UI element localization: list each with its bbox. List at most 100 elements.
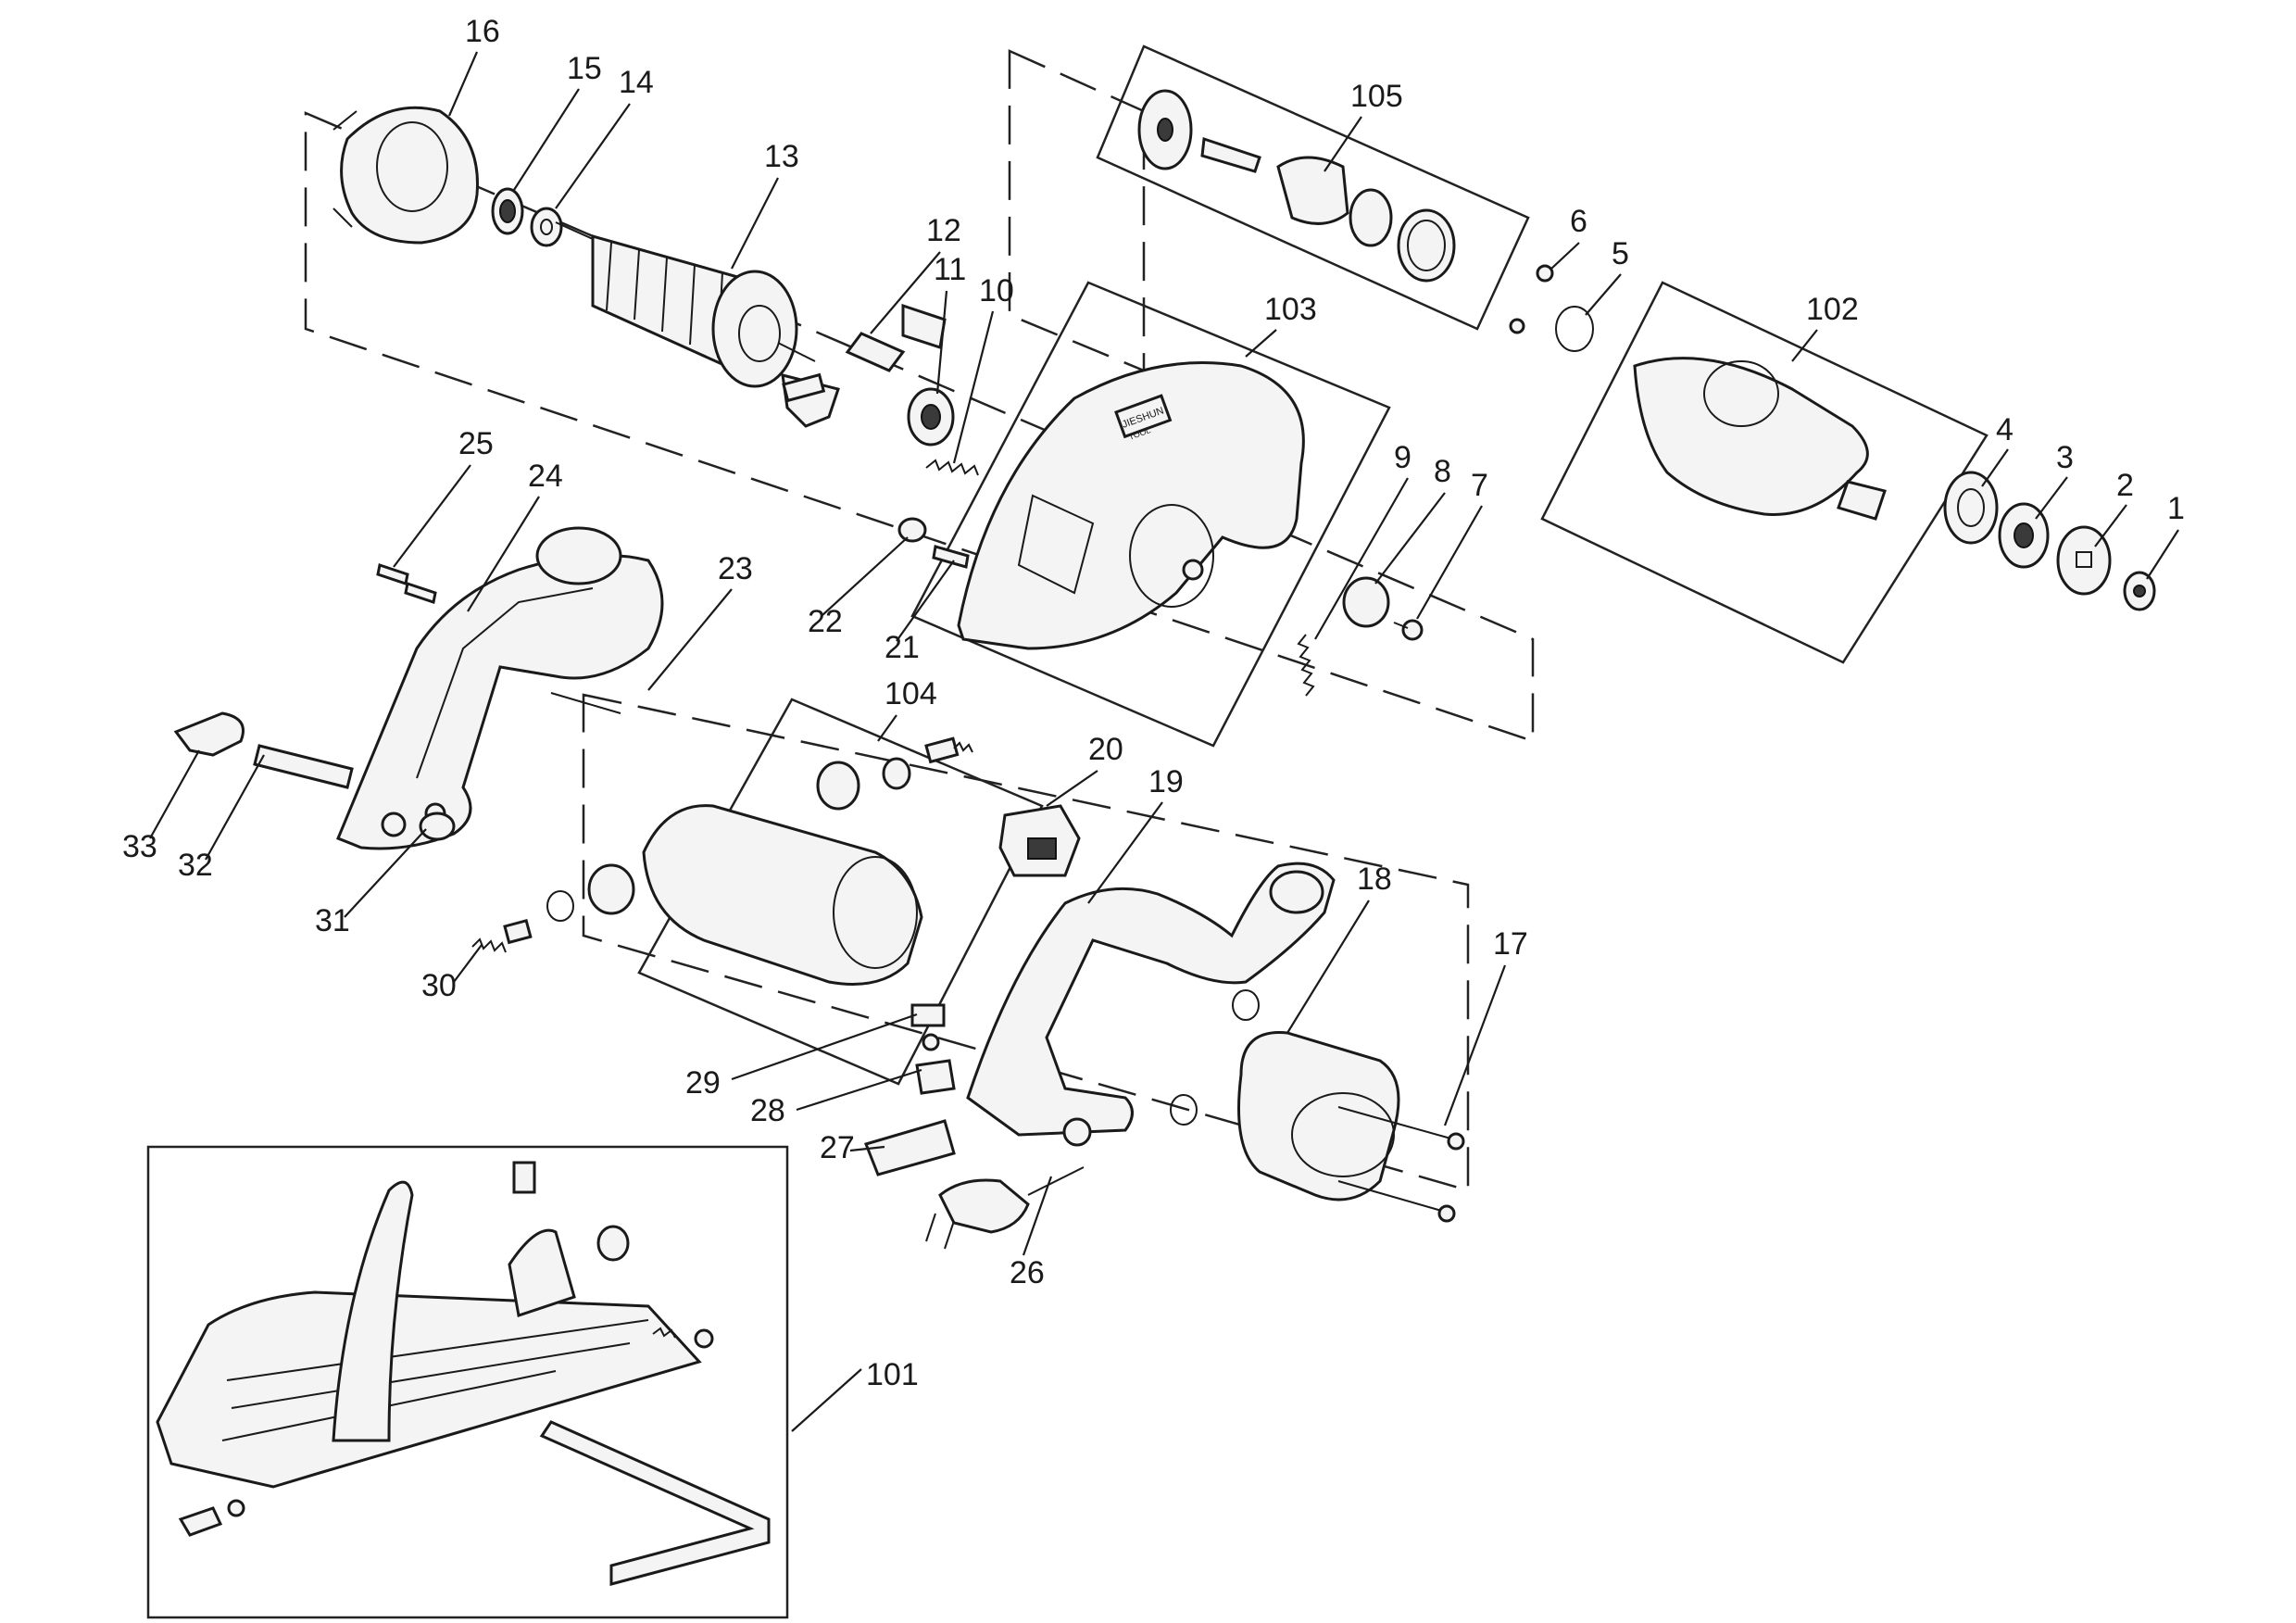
callout-label-13: 13 — [764, 139, 799, 174]
callout-label-14: 14 — [619, 65, 654, 100]
pin-23-part — [550, 692, 621, 714]
callout-leader-22 — [822, 536, 909, 616]
callout-label-27: 27 — [820, 1130, 855, 1165]
cap-104-part — [546, 863, 635, 922]
callout-label-4: 4 — [1996, 412, 2014, 447]
callout-leader-20 — [1046, 770, 1098, 807]
shaft-32-part — [253, 744, 354, 789]
gear-assembly-part — [1137, 89, 1456, 283]
callout-labels: 1234567891011121314151617181920212223242… — [122, 14, 2185, 1432]
plug-26-part — [925, 1166, 1085, 1250]
screw-25-part — [376, 563, 437, 604]
callout-label-7: 7 — [1471, 468, 1488, 503]
callout-label-24: 24 — [528, 459, 563, 494]
callout-leader-17 — [1443, 964, 1507, 1126]
brush-holder-part — [781, 303, 947, 428]
callout-leader-11 — [935, 290, 948, 395]
upper-guard-part: JIESHUN TOOL — [957, 361, 1305, 650]
box-103 — [910, 281, 1391, 748]
callout-label-105: 105 — [1350, 79, 1403, 114]
callout-leader-101 — [791, 1368, 862, 1432]
callout-label-2: 2 — [2116, 468, 2134, 503]
stator-18-part — [1170, 989, 1400, 1202]
callout-leader-18 — [1286, 900, 1370, 1034]
callout-leader-103 — [1245, 329, 1277, 358]
callout-label-22: 22 — [808, 604, 843, 639]
callout-label-30: 30 — [421, 968, 457, 1003]
callout-label-6: 6 — [1570, 204, 1587, 239]
callout-leader-30 — [453, 944, 483, 983]
callout-label-19: 19 — [1148, 764, 1184, 799]
callout-label-29: 29 — [685, 1065, 721, 1101]
callout-label-32: 32 — [178, 848, 213, 883]
callout-label-104: 104 — [885, 676, 937, 711]
callout-label-33: 33 — [122, 829, 157, 864]
washer-31-part — [419, 812, 456, 841]
callout-label-18: 18 — [1357, 862, 1392, 897]
callout-leader-1 — [2146, 529, 2179, 580]
flange-4-part — [1943, 471, 1999, 545]
spacer-8-part — [1342, 576, 1390, 628]
callout-leader-28 — [796, 1068, 922, 1112]
callout-leader-3 — [2035, 476, 2068, 520]
callout-leader-24 — [467, 496, 540, 612]
callout-leader-13 — [731, 177, 779, 270]
callout-label-103: 103 — [1264, 292, 1317, 327]
box-101 — [146, 1145, 789, 1619]
callout-label-5: 5 — [1612, 236, 1629, 271]
switch-20-part — [998, 804, 1081, 877]
callout-leader-31 — [344, 828, 427, 918]
callout-label-12: 12 — [926, 213, 961, 248]
end-cap-part — [332, 106, 479, 245]
callout-label-15: 15 — [567, 51, 602, 86]
callout-leader-2 — [2094, 504, 2127, 547]
callout-leader-14 — [555, 103, 631, 209]
callout-leader-29 — [731, 1013, 918, 1081]
washer-3-part — [1998, 502, 2050, 569]
callout-label-26: 26 — [1010, 1255, 1045, 1290]
callout-leader-16 — [447, 51, 479, 117]
callout-leader-21 — [896, 560, 955, 642]
callout-leader-4 — [1981, 448, 2009, 487]
callout-label-1: 1 — [2167, 491, 2185, 526]
callout-leader-25 — [393, 464, 471, 568]
callout-leader-32 — [205, 754, 265, 861]
callout-leader-26 — [1022, 1176, 1053, 1256]
callout-label-9: 9 — [1394, 440, 1411, 475]
callout-leader-102 — [1791, 329, 1818, 362]
base-plate-101-part — [156, 1161, 771, 1586]
cord-sleeve-27-part — [864, 1119, 956, 1176]
spring-9-part — [1297, 634, 1315, 697]
callout-label-21: 21 — [885, 630, 920, 665]
callout-leader-19 — [1087, 801, 1163, 904]
callout-leader-27 — [849, 1145, 885, 1152]
callout-label-8: 8 — [1434, 454, 1451, 489]
bolt-1-part — [2123, 571, 2156, 611]
callout-label-11: 11 — [934, 252, 966, 287]
callout-leader-7 — [1416, 505, 1483, 620]
screw-6-part — [1509, 264, 1554, 334]
callout-label-31: 31 — [315, 903, 350, 938]
callout-leader-8 — [1374, 492, 1446, 585]
lower-guard-part — [1633, 357, 1887, 521]
motor-housing-part — [642, 736, 973, 986]
callout-leader-10 — [952, 310, 995, 464]
armature-part — [555, 221, 816, 388]
gearbox-frame — [1008, 49, 1146, 372]
callout-label-16: 16 — [465, 14, 500, 49]
callout-label-3: 3 — [2056, 440, 2074, 475]
screw-17-part — [1337, 1106, 1465, 1223]
bearing-11-part — [907, 387, 955, 447]
callout-label-25: 25 — [458, 426, 494, 461]
main-handle-part — [966, 862, 1336, 1147]
callout-label-28: 28 — [750, 1093, 785, 1128]
cord-clamp-28-part — [915, 1033, 956, 1095]
callout-label-23: 23 — [718, 551, 753, 586]
screw-21-part — [932, 545, 970, 569]
callout-leader-5 — [1585, 273, 1622, 316]
callout-leader-23 — [647, 588, 733, 691]
box-102 — [1540, 281, 1989, 664]
callout-leader-15 — [513, 88, 580, 191]
callout-leader-9 — [1314, 477, 1409, 640]
